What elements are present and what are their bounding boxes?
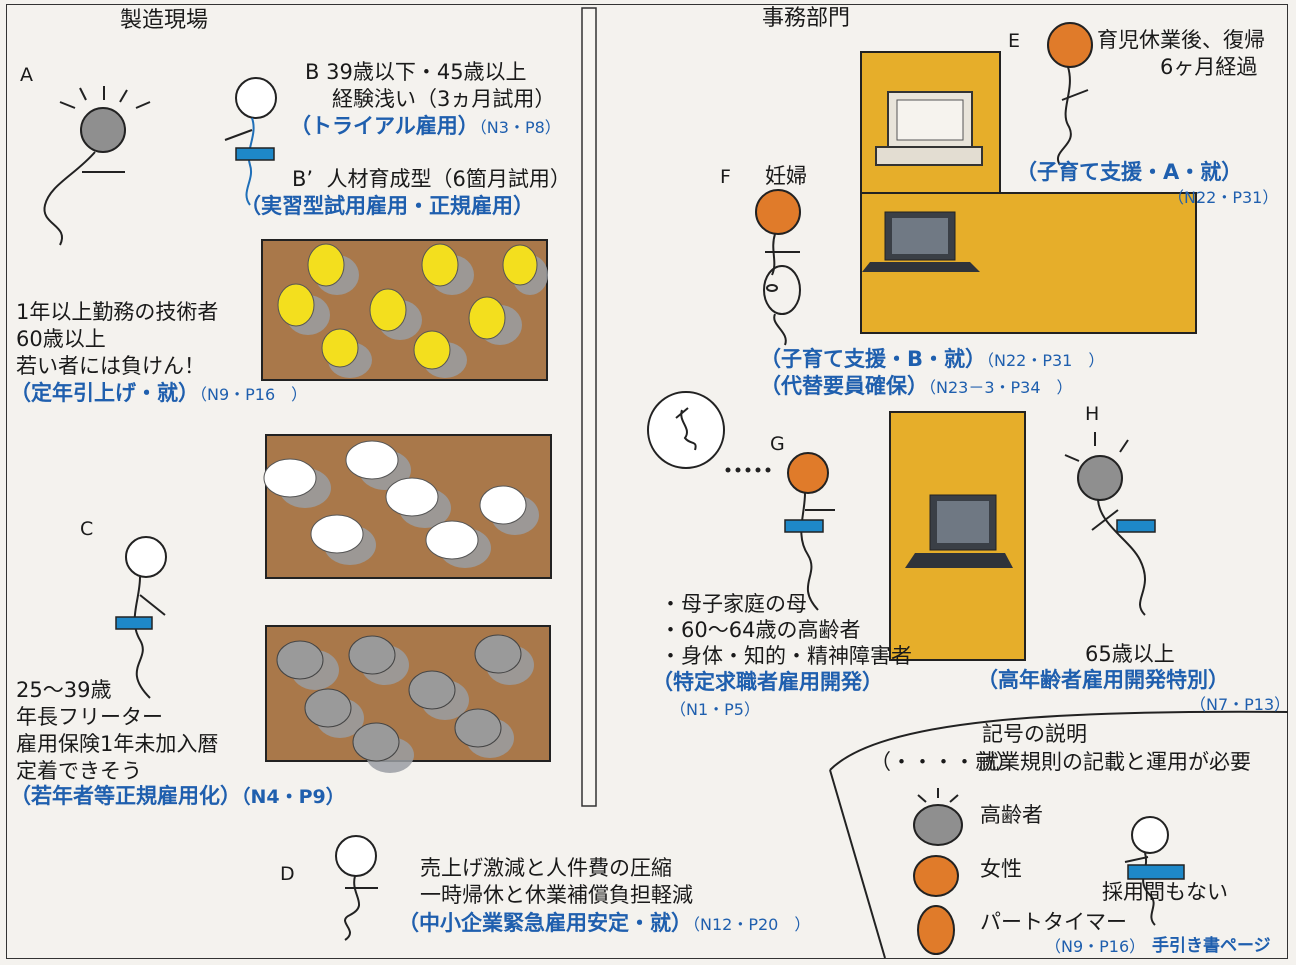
person-f-program2: （代替要員確保）（N23－3・P34 ） xyxy=(760,374,1073,399)
legend-dots: （・・・・就） xyxy=(870,750,1017,774)
legend-dots-desc: 就業規則の記載と運用が必要 xyxy=(978,750,1251,774)
legend-newhire-label: 採用間もない xyxy=(1102,880,1228,904)
legend-ref-example: （N9・P16） xyxy=(1045,937,1146,956)
person-f-letter: F xyxy=(720,166,731,188)
person-e-program: （子育て支援・A・就） xyxy=(1016,160,1243,184)
person-b2-program: （実習型試用雇用・正規雇用） xyxy=(240,194,534,218)
office-desk-bottom xyxy=(889,411,1026,661)
person-f-ref1: （N22・P31 ） xyxy=(986,351,1105,370)
person-g-figure xyxy=(784,452,835,611)
person-d-figure xyxy=(335,835,378,941)
person-b-program-name: （トライアル雇用） xyxy=(290,114,479,138)
person-e-figure xyxy=(1047,22,1093,166)
person-g-line2: ・60～64歳の高齢者 xyxy=(660,618,861,642)
person-h-line1: 65歳以上 xyxy=(1085,642,1175,666)
person-h-ref: （N7・P13） xyxy=(1190,695,1291,714)
person-a-figure xyxy=(43,86,151,246)
person-c-program: （若年者等正規雇用化）（N4・P9） xyxy=(10,784,345,809)
person-e-letter: E xyxy=(1008,30,1021,52)
legend-title: 記号の説明 xyxy=(982,722,1087,746)
person-g-line1: ・母子家庭の母 xyxy=(660,592,807,616)
dotted-connector xyxy=(725,467,771,473)
person-g-ref: （N1・P5） xyxy=(670,700,760,719)
person-a-line3: 若い者には負けん！ xyxy=(16,354,205,378)
person-b2-line1-wrap: B’ 人材育成型（6箇月試用） xyxy=(292,167,571,192)
field-gray xyxy=(265,625,551,773)
person-b-line2: 経験浅い（3ヵ月試用） xyxy=(332,87,556,111)
person-b-line1: 39歳以下・45歳以上 xyxy=(326,60,527,84)
section-title-factory: 製造現場 xyxy=(120,8,209,33)
person-d-line2: 一時帰休と休業補償負担軽減 xyxy=(420,883,693,907)
person-c-line3: 雇用保険1年未加入暦 xyxy=(16,732,219,756)
person-d-ref: （N12・P20 ） xyxy=(692,915,811,934)
person-d-line1: 売上げ激減と人件費の圧縮 xyxy=(420,856,672,880)
outer-frame xyxy=(6,4,1288,959)
legend-parttime-label: パートタイマー xyxy=(980,910,1127,934)
person-a-ref: （N9・P16 ） xyxy=(199,385,308,404)
person-f-ref2: （N23－3・P34 ） xyxy=(928,378,1073,397)
person-a-program: （定年引上げ・就）（N9・P16 ） xyxy=(10,381,307,406)
person-c-line2: 年長フリーター xyxy=(16,705,163,729)
person-a-letter: A xyxy=(20,64,33,86)
person-a-program-name: （定年引上げ・就） xyxy=(10,381,199,405)
person-b-ref: （N3・P8） xyxy=(478,118,561,137)
legend-elderly-icon xyxy=(913,788,963,846)
person-f-program2-name: （代替要員確保） xyxy=(760,374,928,398)
section-title-office: 事務部門 xyxy=(762,6,851,31)
person-c-figure xyxy=(115,536,167,699)
person-b-program: （トライアル雇用）（N3・P8） xyxy=(290,114,561,139)
field-white xyxy=(263,434,552,579)
legend-female-icon xyxy=(913,855,959,897)
person-e-line1: 育児休業後、復帰 xyxy=(1097,28,1265,52)
section-divider xyxy=(581,7,597,807)
person-c-line4: 定着できそう xyxy=(16,759,142,783)
person-d-program: （中小企業緊急雇用安定・就）（N12・P20 ） xyxy=(398,911,810,936)
field-yellow xyxy=(261,239,548,381)
office-desk-top xyxy=(860,51,1197,334)
person-c-line1: 25～39歳 xyxy=(16,678,112,702)
person-b-line1-wrap: B 39歳以下・45歳以上 xyxy=(305,60,527,85)
legend-newhire-icon xyxy=(1124,816,1185,926)
legend-female-label: 女性 xyxy=(980,857,1022,881)
person-f-label: 妊婦 xyxy=(765,164,807,188)
person-b-figure xyxy=(224,77,277,206)
person-h-letter: H xyxy=(1085,403,1100,425)
person-f-program1: （子育て支援・B・就）（N22・P31 ） xyxy=(760,347,1104,372)
legend-elderly-label: 高齢者 xyxy=(980,803,1043,827)
legend-ref-desc: 手引き書ページ xyxy=(1152,936,1271,956)
person-d-letter: D xyxy=(280,863,295,885)
person-b-letter: B xyxy=(305,60,320,84)
person-f-figure xyxy=(755,189,801,346)
person-a-line1: 1年以上勤務の技術者 xyxy=(16,300,219,324)
person-h-figure xyxy=(1064,432,1156,616)
person-f-program1-name: （子育て支援・B・就） xyxy=(760,347,987,371)
clock-icon xyxy=(647,391,725,469)
person-d-program-name: （中小企業緊急雇用安定・就） xyxy=(398,911,692,935)
person-g-program: （特定求職者雇用開発） xyxy=(652,670,883,694)
person-b2-line1: 人材育成型（6箇月試用） xyxy=(326,167,571,191)
person-g-letter: G xyxy=(770,433,785,455)
legend-parttime-icon xyxy=(917,905,955,955)
person-a-line2: 60歳以上 xyxy=(16,327,106,351)
person-e-ref: （N22・P31） xyxy=(1168,188,1279,207)
legend-border xyxy=(829,710,1289,771)
person-c-letter: C xyxy=(80,518,94,540)
person-c-program-name: （若年者等正規雇用化） xyxy=(10,784,241,808)
person-e-line2: 6ヶ月経過 xyxy=(1160,55,1258,79)
person-g-line3: ・身体・知的・精神障害者 xyxy=(660,644,912,668)
person-b2-letter: B’ xyxy=(292,167,314,191)
person-c-ref: （N4・P9） xyxy=(241,786,345,808)
person-h-program: （高年齢者雇用開発特別） xyxy=(977,668,1229,692)
